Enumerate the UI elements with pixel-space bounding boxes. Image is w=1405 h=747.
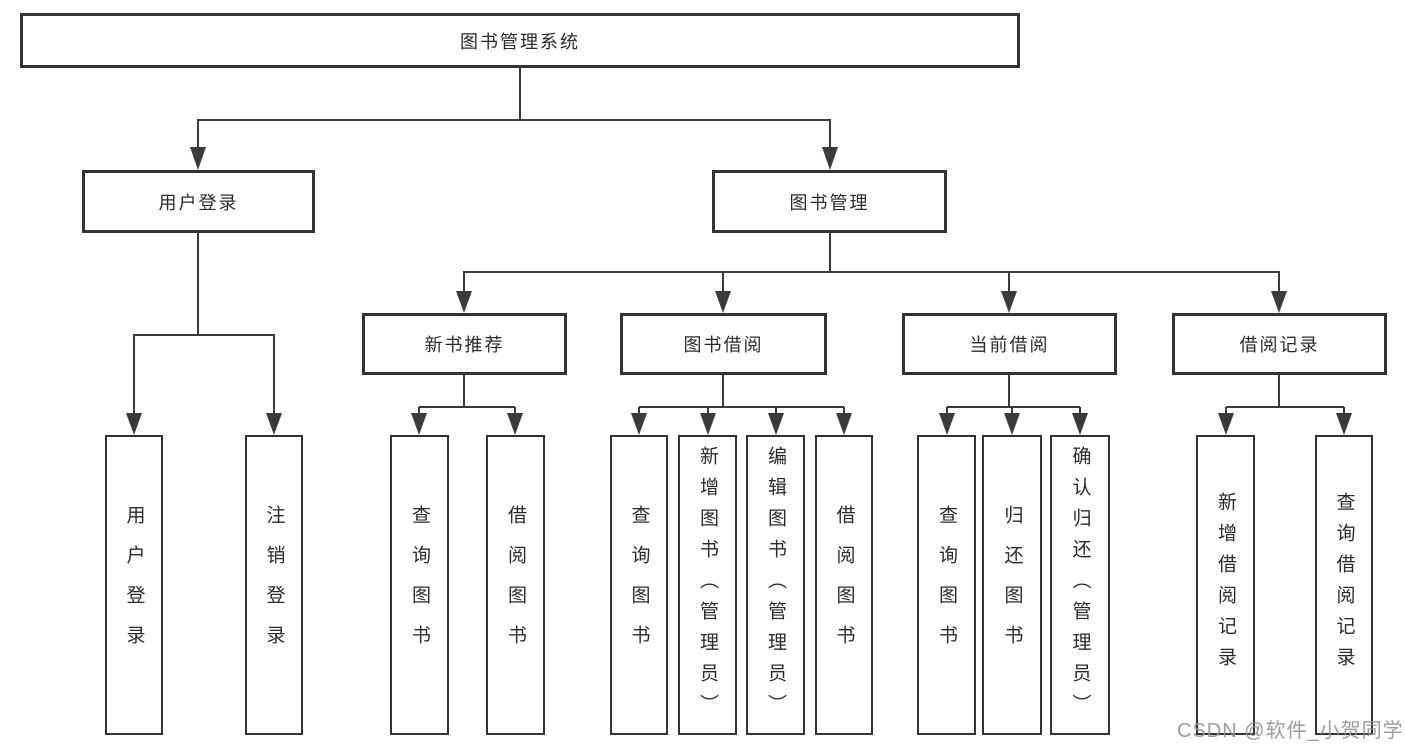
leaf-label: 归还图书 [1001, 505, 1023, 665]
leaf-label: 确认归还（管理员） [1069, 445, 1091, 725]
watermark: CSDN @软件_小贺同学 [1177, 720, 1404, 742]
arrowhead [1271, 291, 1287, 313]
leaf-label: 借阅图书 [505, 505, 526, 665]
connector-user-login-to-leaves [133, 233, 275, 415]
leaf-nb-query-books: 查询图书 [390, 435, 449, 735]
leaf-logout: 注销登录 [245, 435, 303, 735]
leaf-cb-confirm-return-admin: 确认归还（管理员） [1050, 435, 1110, 735]
connector-root-to-level2 [197, 68, 831, 150]
arrowhead [1072, 413, 1088, 435]
arrowhead [768, 413, 784, 435]
connector-new-book-to-leaves [418, 375, 516, 415]
connector-borrow-record-to-leaves [1225, 375, 1345, 415]
arrowhead [507, 413, 523, 435]
arrowhead [411, 413, 427, 435]
leaf-label: 用户登录 [123, 505, 145, 665]
leaf-cb-query-books: 查询图书 [917, 435, 976, 735]
connector-current-borrow-to-leaves [946, 375, 1081, 415]
arrowheads [126, 147, 1352, 435]
node-current-borrow: 当前借阅 [902, 313, 1117, 375]
arrowhead [126, 413, 142, 435]
arrowhead [631, 413, 647, 435]
leaf-bb-add-book-admin: 新增图书（管理员） [678, 435, 737, 735]
leaf-bb-edit-book-admin: 编辑图书（管理员） [746, 435, 805, 735]
arrowhead [1004, 413, 1020, 435]
leaf-label: 注销登录 [263, 505, 285, 665]
leaf-br-query-record: 查询借阅记录 [1315, 435, 1373, 735]
leaf-label: 查询借阅记录 [1333, 492, 1355, 678]
arrowhead [939, 413, 955, 435]
leaf-label: 查询图书 [936, 505, 957, 665]
arrowhead [715, 291, 731, 313]
arrowhead [266, 413, 282, 435]
leaf-bb-query-books: 查询图书 [610, 435, 668, 735]
leaf-label: 借阅图书 [833, 505, 855, 665]
leaf-br-add-record: 新增借阅记录 [1196, 435, 1255, 735]
arrowhead [1336, 413, 1352, 435]
node-borrow-record: 借阅记录 [1172, 313, 1387, 375]
arrowhead [456, 291, 472, 313]
node-root: 图书管理系统 [20, 13, 1020, 68]
node-new-book-recommend: 新书推荐 [362, 313, 567, 375]
leaf-label: 新增图书（管理员） [697, 445, 718, 725]
arrowhead [1218, 413, 1234, 435]
arrowhead [822, 147, 838, 170]
arrowhead [190, 147, 206, 170]
node-book-management: 图书管理 [712, 170, 947, 233]
arrowhead [1001, 291, 1017, 313]
connector-book-management-to-level3 [463, 233, 1280, 293]
connector-book-borrow-to-leaves [638, 375, 845, 415]
node-book-borrow: 图书借阅 [620, 313, 827, 375]
leaf-bb-borrow-books: 借阅图书 [815, 435, 873, 735]
arrowhead [836, 413, 852, 435]
leaf-label: 编辑图书（管理员） [765, 445, 786, 725]
node-user-login: 用户登录 [82, 170, 315, 233]
leaf-label: 查询图书 [628, 505, 650, 665]
leaf-nb-borrow-books: 借阅图书 [486, 435, 545, 735]
leaf-cb-return-book: 归还图书 [982, 435, 1042, 735]
leaf-user-login: 用户登录 [105, 435, 163, 735]
leaf-label: 新增借阅记录 [1215, 492, 1236, 678]
leaf-label: 查询图书 [409, 505, 430, 665]
arrowhead [700, 413, 716, 435]
